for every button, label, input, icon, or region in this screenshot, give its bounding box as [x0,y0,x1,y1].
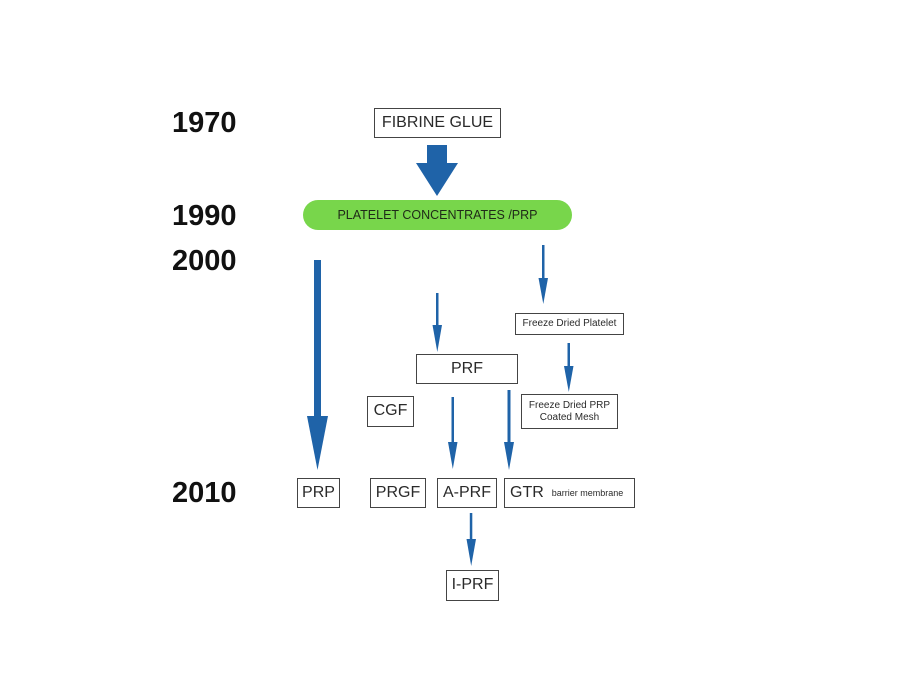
year-2010: 2010 [172,477,237,509]
node-label: PLATELET CONCENTRATES /PRP [337,208,538,222]
year-1990: 1990 [172,200,237,232]
node-label-line1: Freeze Dried PRP [528,400,611,411]
year-1970: 1970 [172,107,237,139]
node-i-prf: I-PRF [446,570,499,601]
node-gtr: GTR barrier membrane [504,478,635,508]
node-fibrine-glue: FIBRINE GLUE [374,108,501,138]
node-prp: PRP [297,478,340,508]
arrow-icon [448,397,458,469]
node-prf: PRF [416,354,518,384]
arrow-icon [564,343,574,392]
thick-arrow-icon [416,145,458,196]
node-label: GTR [510,483,544,501]
node-freeze-dried-prp-coated-mesh: Freeze Dried PRP Coated Mesh [521,394,618,429]
node-label: A-PRF [443,483,491,501]
node-label: FIBRINE GLUE [381,113,494,131]
arrow-icon [504,390,514,470]
node-cgf: CGF [367,396,414,427]
arrow-icon [466,513,476,566]
arrow-icon [432,293,442,352]
node-label: PRF [451,359,483,377]
node-label-line2: Coated Mesh [539,411,600,423]
long-arrow-icon [307,260,328,470]
node-label: PRGF [375,483,421,501]
node-label: PRP [302,483,335,501]
node-label: I-PRF [451,576,494,594]
node-sublabel: barrier membrane [551,487,624,498]
node-prgf: PRGF [370,478,426,508]
node-label: CGF [373,402,408,420]
node-freeze-dried-platelet: Freeze Dried Platelet [515,313,624,335]
arrow-icon [538,245,548,304]
node-a-prf: A-PRF [437,478,497,508]
year-2000: 2000 [172,245,237,277]
node-platelet-concentrates: PLATELET CONCENTRATES /PRP [303,200,572,230]
node-label: Freeze Dried Platelet [522,318,617,330]
